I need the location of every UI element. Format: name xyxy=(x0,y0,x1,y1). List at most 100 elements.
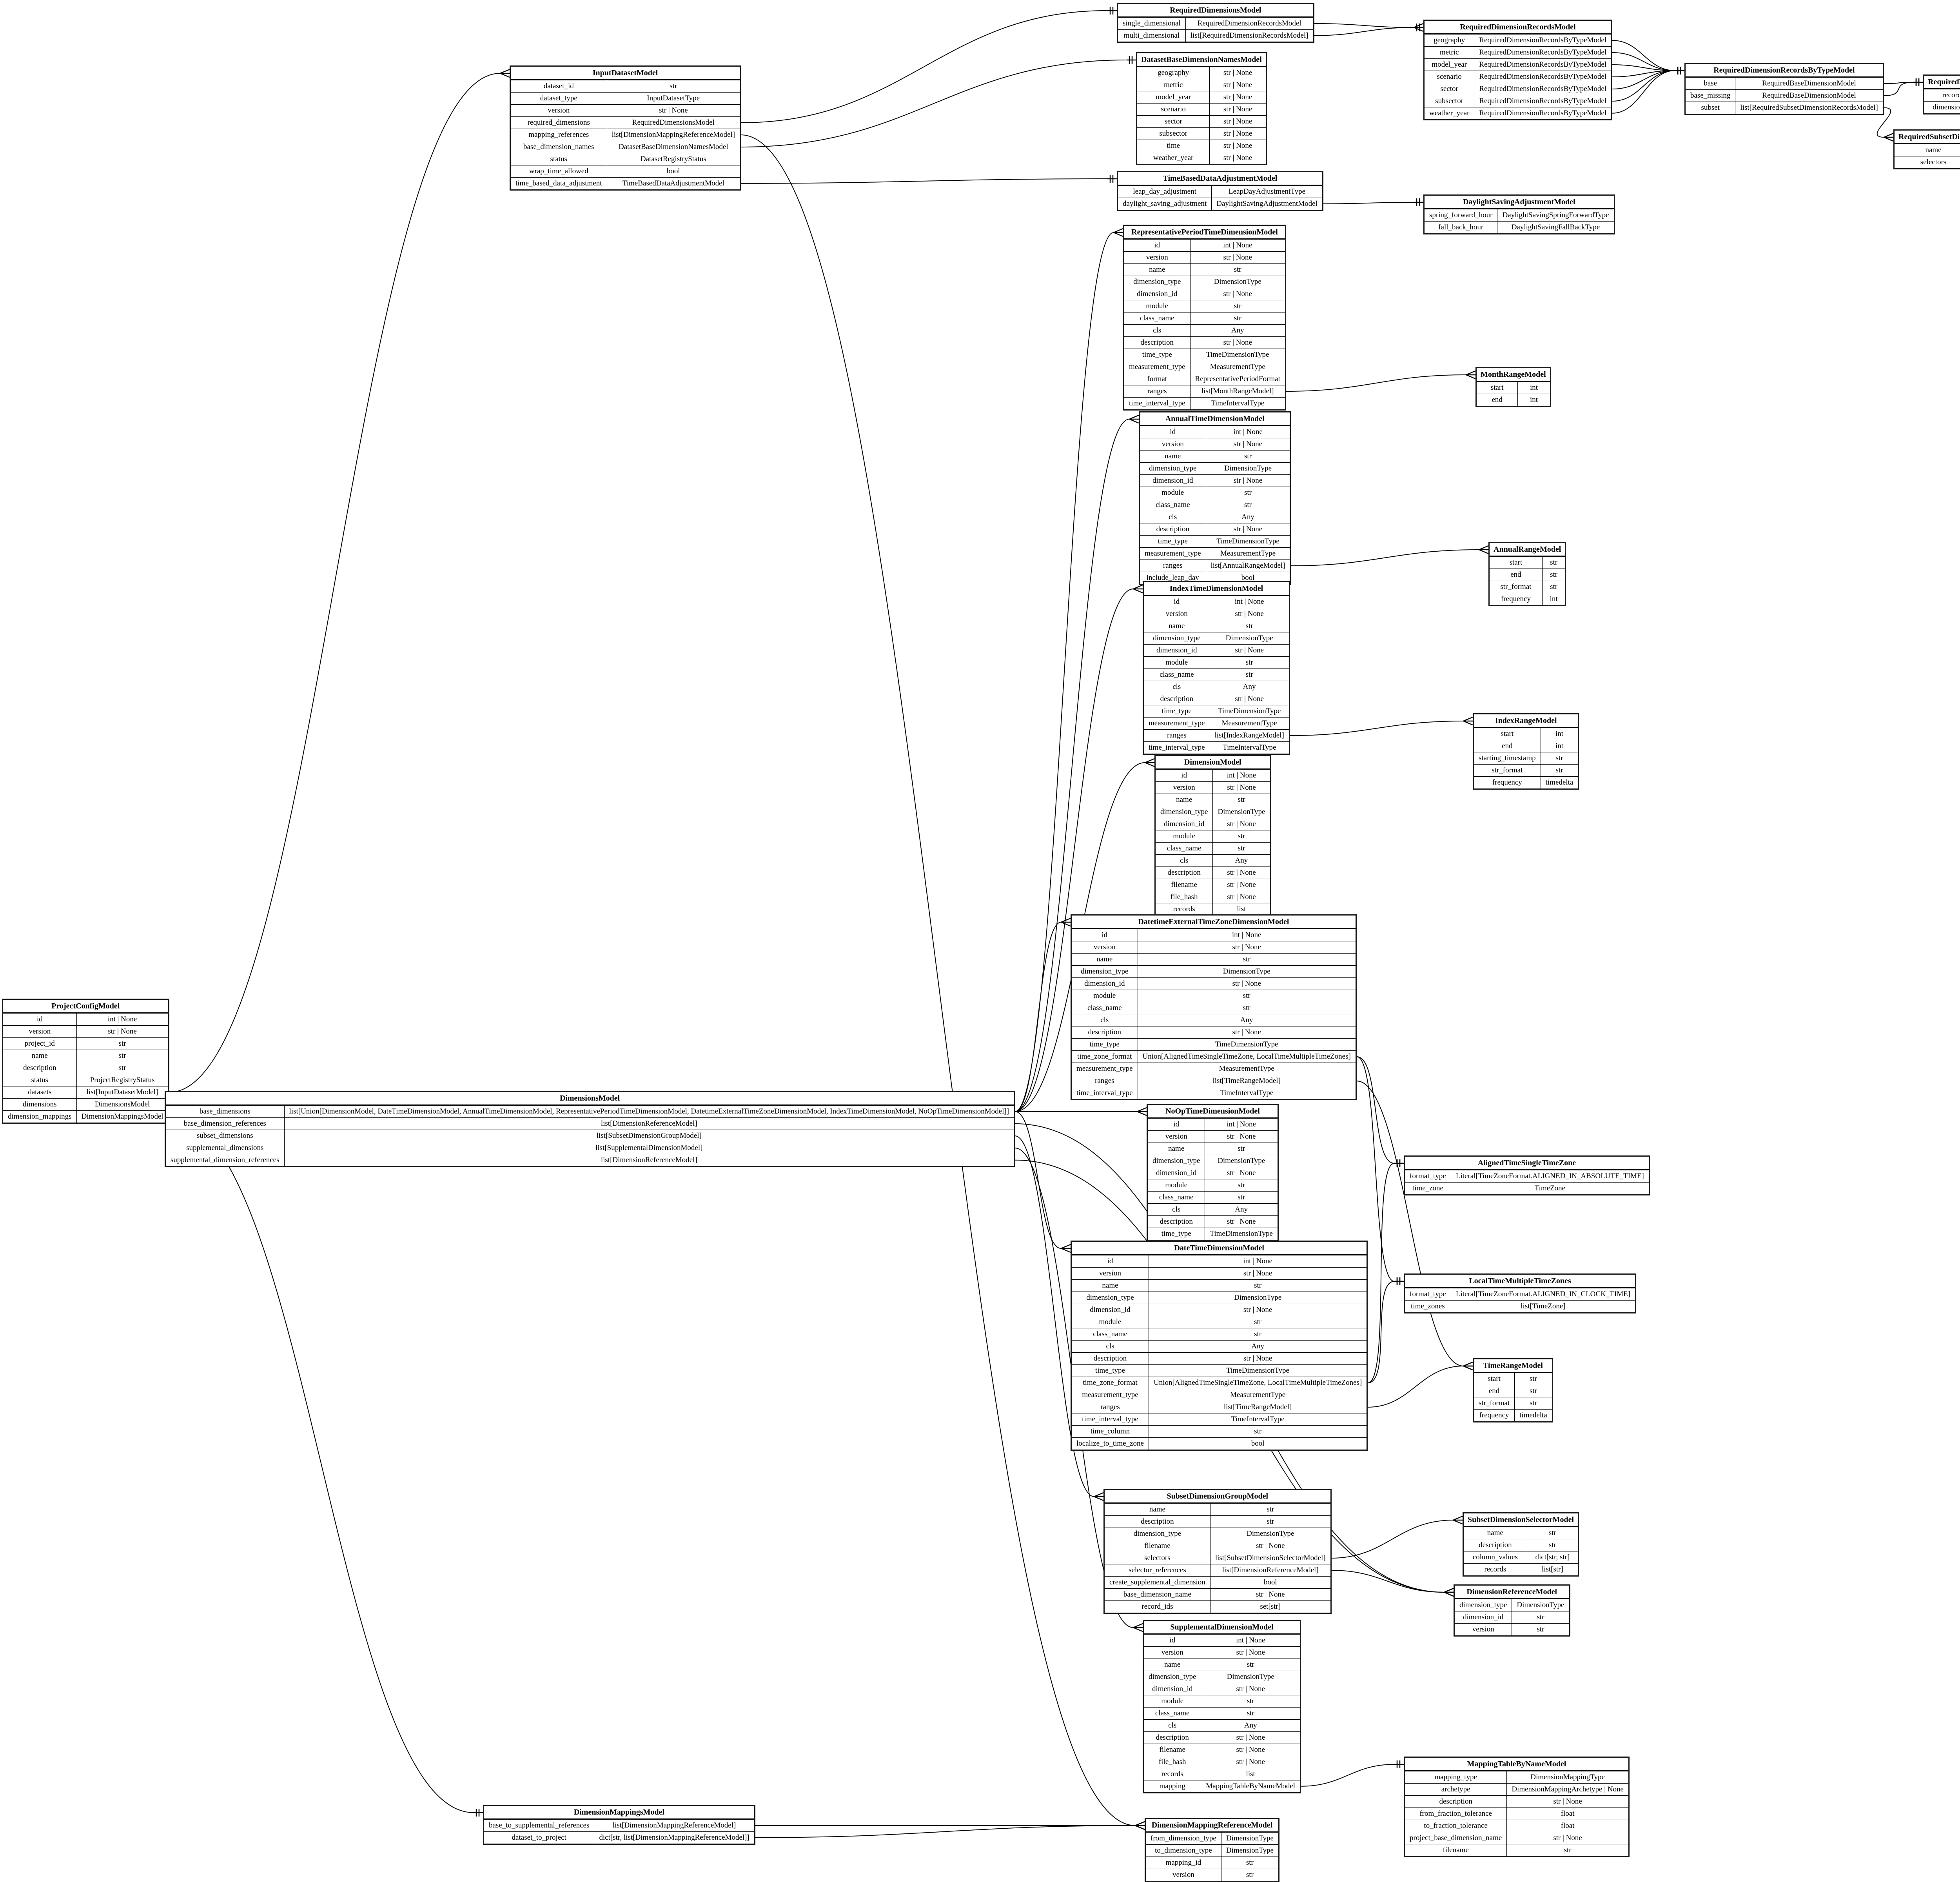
field-type: list[str] xyxy=(1526,1563,1578,1575)
field-name: records xyxy=(1144,1768,1201,1780)
field-type: RequiredDimensionRecordsModel xyxy=(1185,17,1313,30)
field-name: dimension_id xyxy=(1124,288,1191,300)
table-title: MappingTableByNameModel xyxy=(1405,1758,1628,1771)
table-title: TimeRangeModel xyxy=(1474,1359,1552,1373)
field-name: id xyxy=(1124,239,1191,252)
field-name: file_hash xyxy=(1156,891,1213,903)
field-name: file_hash xyxy=(1144,1756,1201,1768)
one-marker xyxy=(1127,56,1136,64)
field-type: str | None xyxy=(1190,251,1285,264)
field-name: dimension_type xyxy=(1105,1528,1210,1540)
field-name: name xyxy=(1148,1143,1205,1155)
field-type: MeasurementType xyxy=(1205,547,1290,560)
field-name: ranges xyxy=(1124,385,1191,398)
field-name: module xyxy=(1140,487,1206,499)
field-type: int | None xyxy=(1137,929,1356,941)
field-type: list[DimensionMappingReferenceModel] xyxy=(606,129,740,141)
field-name: base_missing xyxy=(1686,89,1736,102)
field-name: filename xyxy=(1405,1844,1507,1856)
field-type: RequiredDimensionRecordsByTypeModel xyxy=(1474,58,1612,71)
field-name: dimensions xyxy=(3,1098,77,1111)
field-name: start xyxy=(1477,381,1518,394)
field-name: description xyxy=(1105,1515,1210,1528)
field-name: localize_to_time_zone xyxy=(1072,1437,1149,1450)
field-type: str xyxy=(1212,842,1270,855)
field-type: str xyxy=(1542,581,1565,593)
relationship-line xyxy=(1612,70,1675,77)
field-type: str | None xyxy=(1148,1352,1367,1365)
field-name: fall_back_hour xyxy=(1425,221,1498,233)
field-name: module xyxy=(1124,300,1191,312)
field-name: time_interval_type xyxy=(1144,741,1210,754)
crow-foot-marker xyxy=(500,69,510,78)
relationship-line xyxy=(1314,23,1414,28)
field-type: str | None xyxy=(1209,91,1266,104)
field-type: str xyxy=(1221,1869,1278,1881)
one-marker xyxy=(1414,198,1423,206)
field-name: str_format xyxy=(1490,581,1543,593)
field-name: dimension_id xyxy=(1148,1167,1205,1179)
field-type: str xyxy=(1148,1425,1367,1438)
field-name: str_format xyxy=(1474,1397,1515,1410)
field-type: str | None xyxy=(1209,140,1266,152)
field-type: Any xyxy=(1190,324,1285,337)
relationship-line xyxy=(1884,82,1914,96)
field-type: str xyxy=(1209,656,1289,669)
field-name: cls xyxy=(1144,681,1210,693)
field-name: ranges xyxy=(1140,560,1206,572)
field-name: version xyxy=(1144,1646,1201,1659)
field-name: description xyxy=(1156,867,1213,879)
field-type: str xyxy=(1137,990,1356,1002)
crow-foot-marker xyxy=(1463,716,1473,726)
field-type: str xyxy=(1148,1328,1367,1341)
field-type: str | None xyxy=(1137,941,1356,954)
field-type: list[IndexRangeModel] xyxy=(1209,729,1289,742)
field-name: sector xyxy=(1137,115,1210,128)
field-type: int xyxy=(1517,394,1550,406)
table-title: DimensionMappingsModel xyxy=(484,1806,754,1819)
field-name: description xyxy=(1464,1539,1527,1551)
field-name: name xyxy=(1072,953,1138,966)
field-name: frequency xyxy=(1490,593,1543,605)
field-name: subset_dimensions xyxy=(166,1130,285,1142)
relationship-line xyxy=(741,60,1127,147)
field-type: str xyxy=(1512,1623,1569,1635)
crow-foot-marker xyxy=(1137,1107,1147,1116)
field-type: int xyxy=(1540,728,1578,740)
field-name: required_dimensions xyxy=(511,116,607,129)
field-type: DimensionType xyxy=(1201,1671,1300,1683)
field-type: int xyxy=(1542,593,1565,605)
relationship-line xyxy=(169,73,501,1093)
one-marker xyxy=(1107,175,1117,183)
field-name: dimension_type xyxy=(1148,1155,1205,1167)
table-title: DimensionReferenceModel xyxy=(1455,1586,1569,1599)
